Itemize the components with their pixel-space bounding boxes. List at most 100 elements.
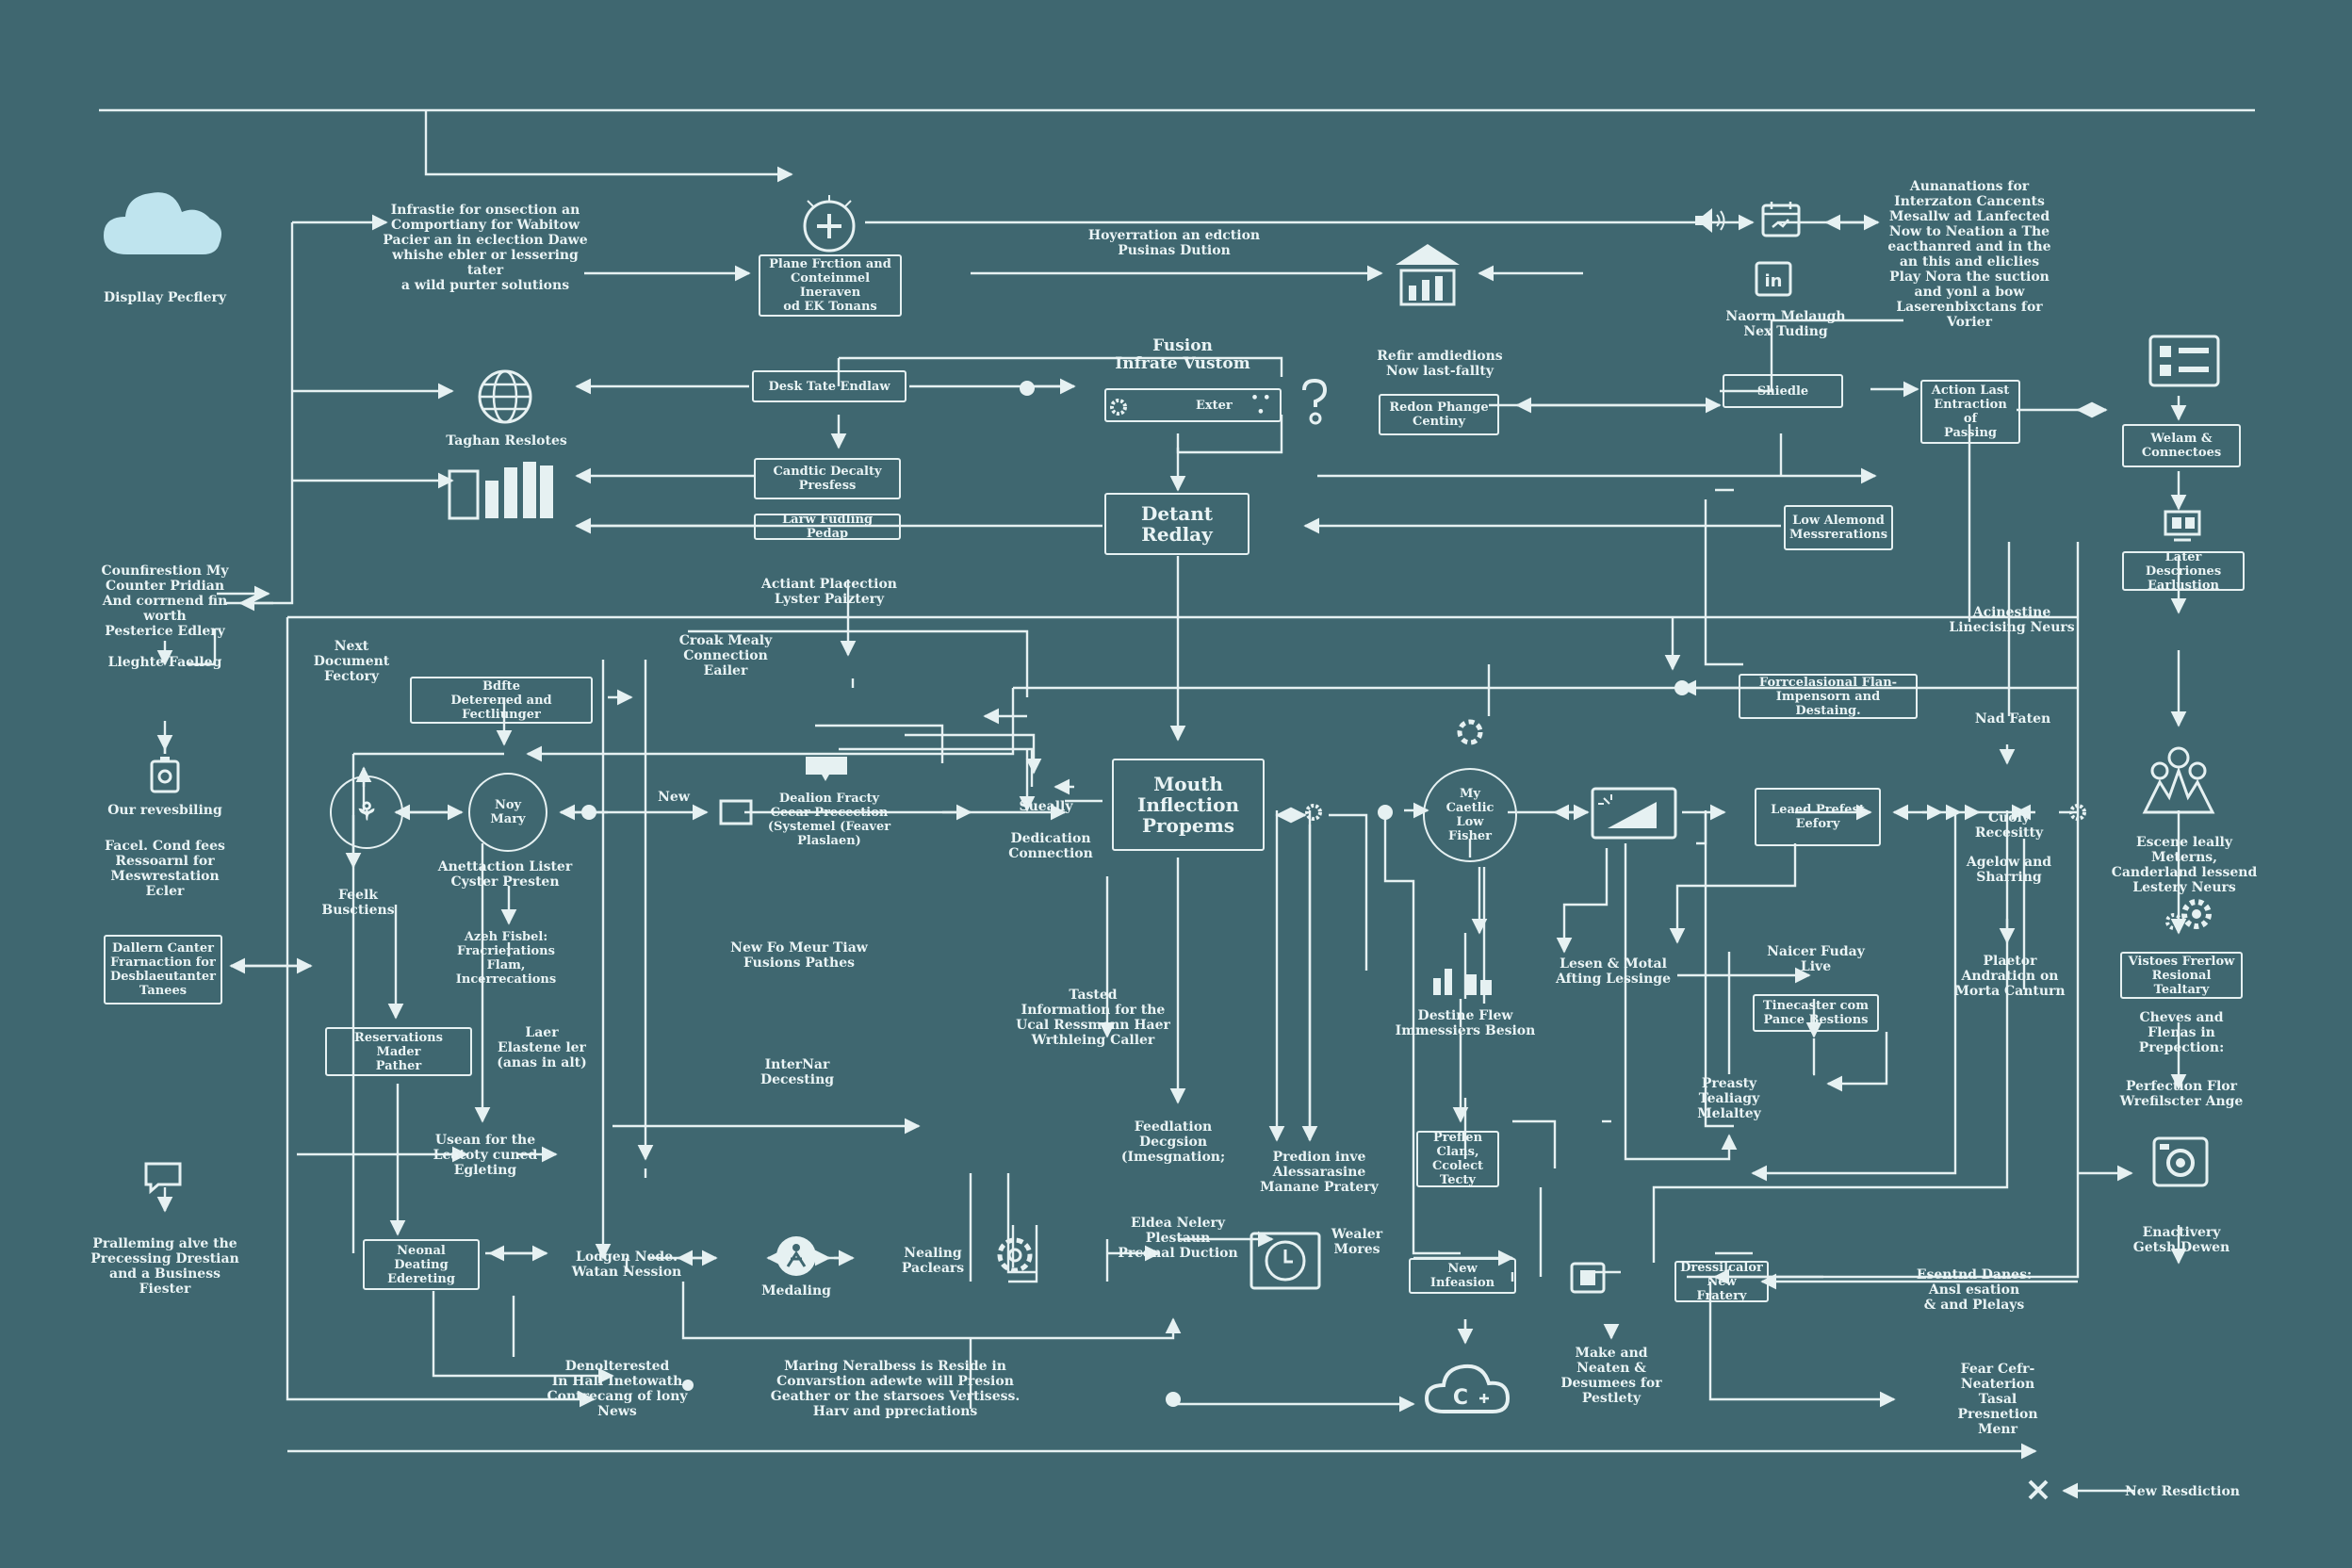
speaker-icon — [1695, 208, 1725, 233]
monitor-icon — [1570, 1262, 1606, 1294]
box-vistoes[interactable]: Vistoes Frerlow Resional Tealtary — [2120, 952, 2243, 999]
bar-chart-icon — [1591, 787, 1677, 840]
label-esentnd: Esentnd Danes: Ansl esation & and Plelay… — [1916, 1267, 2033, 1313]
label-medaling: Medaling — [761, 1283, 831, 1298]
box-forrcelasional[interactable]: Forrcelasional Flan- Impensorn and Desta… — [1739, 674, 1918, 719]
box-redon-change[interactable]: Redon Phange Centiny — [1379, 394, 1499, 435]
label-make-new: Make and Neaten & Desumees for Pestlety — [1560, 1346, 1662, 1406]
box-bdfte[interactable]: Bdfte Deterened and Fectliunger — [410, 677, 593, 724]
bank-icon — [1396, 244, 1460, 306]
label-predion: Predion inve Alessarasine Manane Pratery — [1260, 1150, 1379, 1195]
box-shiedle[interactable]: Shiedle — [1723, 374, 1843, 408]
label-laer: Laer Elastene ler (anas in alt) — [497, 1025, 587, 1070]
medal-icon — [1457, 719, 1483, 745]
label-maring: Maring Neralbess is Reside in Convarstio… — [770, 1359, 1021, 1419]
label-usean: Usean for the Leatoty cuned Egleting — [433, 1133, 538, 1178]
label-lodgen: Lodgen Nede. Watan Nession — [571, 1250, 682, 1280]
label-dedication: Dedication Connection — [1008, 831, 1093, 861]
node-noy-mary[interactable]: Noy Mary — [468, 773, 547, 852]
label-new-fo: New Fo Meur Tiaw Fusions Pathes — [730, 940, 868, 971]
node-left-circle[interactable]: ⚘ — [330, 776, 403, 849]
label-denoltcacted: Denolterested In Hall Inetowath Contreca… — [547, 1359, 688, 1419]
label-our-reres: Our revesbiling — [107, 803, 222, 818]
globe-icon — [478, 369, 532, 424]
box-candic[interactable]: Candtic Decalty Presfess — [754, 458, 901, 499]
label-automations: Aunanations for Interzaton Cancents Mesa… — [1887, 179, 2051, 330]
label-plaetor: Plaetor Andration on Morta Canturn — [1954, 954, 2066, 999]
bar-chart-icon — [448, 462, 553, 520]
monitor-icon — [2164, 510, 2201, 542]
box-dallern[interactable]: Dallern Canter Frarnaction for Desblaeut… — [104, 935, 222, 1004]
label-actiant: Actiant Placection Lyster Paiztery — [761, 577, 897, 607]
list-icon — [2148, 335, 2220, 387]
box-later-desc[interactable]: Later Descriones Earlustion — [2122, 550, 2245, 593]
box-dressilcalor[interactable]: Dressilcalor New Fratery — [1674, 1261, 1769, 1303]
label-enactivery: Enactivery Getsh Dewen — [2132, 1225, 2230, 1255]
label-feelk: Feelk Busctiens — [321, 888, 395, 918]
clock-icon — [1250, 1232, 1321, 1290]
linkedin-icon[interactable]: in — [1755, 261, 1792, 297]
label-new-resdiction: New Resdiction — [2125, 1484, 2240, 1499]
box-exter[interactable]: Exter • • • — [1104, 388, 1282, 422]
box-neonal[interactable]: Neonal Deating Edereting — [363, 1239, 480, 1290]
close-icon[interactable] — [2026, 1478, 2050, 1502]
box-dealion[interactable]: Dealion Fracty Ceear Precection (Systeme… — [767, 792, 891, 848]
camera-icon — [2152, 1136, 2209, 1187]
label-wealer: Wealer Mores — [1331, 1227, 1383, 1257]
more-icon: • • • — [1250, 391, 1271, 419]
label-hyperration: Hoyerration an edction Pusinas Dution — [1087, 228, 1261, 258]
person-icon — [776, 1236, 816, 1276]
exter-label: Exter — [1196, 398, 1233, 413]
gear-icon — [2069, 804, 2086, 821]
label-pralleming: Pralleming alve the Precessing Drestian … — [90, 1236, 239, 1297]
bar-chart-icon — [1433, 969, 1492, 995]
box-azeh[interactable]: Azeh Fisbel: Fracrierations Flam, Incerr… — [455, 930, 557, 987]
label-preasty: Preasty Tealiagy Melaltey — [1697, 1076, 1761, 1121]
box-welam[interactable]: Welam & Connectoes — [2122, 424, 2241, 467]
label-destine: Destine Flew Immessiers Besion — [1395, 1008, 1536, 1038]
label-nealing: Nealing Paclears — [901, 1246, 965, 1276]
box-action-last[interactable]: Action Last Entraction of Passing — [1920, 380, 2020, 444]
plus-circle-icon[interactable] — [796, 193, 862, 259]
box-desk-tate[interactable]: Desk Tate Endlaw — [752, 370, 906, 402]
question-icon[interactable] — [1298, 377, 1332, 428]
label-perfection: Perfection Flor Wrefilscter Ange — [2119, 1079, 2244, 1109]
box-tinecaster[interactable]: Tinecaster com Pance Bestions — [1753, 994, 1879, 1032]
label-agelow: Agelow and Sharring — [1966, 855, 2052, 885]
label-feedlation: Feedlation Decgsion (Imesgnation; — [1120, 1119, 1226, 1165]
label-sueelly: Sueally — [1019, 799, 1073, 814]
label-lesen: Lesen & Motal Afting Lessinge — [1556, 956, 1671, 987]
box-detant-redlay[interactable]: Detant Redlay — [1104, 493, 1250, 555]
chat-icon — [806, 757, 847, 781]
cloud-icon — [104, 192, 222, 254]
label-acinestine: Acinestine Linecising Neurs — [1949, 605, 2075, 635]
label-fusion: Fusion Infrate Vustom — [1115, 336, 1250, 373]
box-preflen[interactable]: Preflen Clans, Ccolect Tecty — [1416, 1131, 1499, 1187]
gear-icon — [1110, 399, 1127, 416]
box-mouth-inflection[interactable]: Mouth Inflection Propems — [1112, 759, 1265, 851]
cloud-plus-icon: C — [1424, 1364, 1511, 1413]
label-counfireston: Counfirestion My Counter Pridian And cor… — [101, 564, 229, 639]
label-infra-top: Infrastie for onsection an Comportiany f… — [383, 203, 588, 293]
gear-icon — [2165, 899, 2212, 930]
box-new-infeasion[interactable]: New Infeasion — [1409, 1258, 1516, 1294]
box-plane-friction[interactable]: Plane Frction and Conteinmel Ineraven od… — [759, 254, 902, 317]
box-reservations[interactable]: Reservations Mader Pather — [325, 1027, 472, 1076]
label-naom: Naorm Melaugh Nex Tuding — [1725, 309, 1846, 339]
label-fear-cefr: Fear Cefr- Neaterion Tasal Presnetion Me… — [1957, 1362, 2038, 1437]
label-cuoly: Cuoly Recesitty — [1974, 810, 2044, 841]
label-escene: Escene leally Meterns, Canderland lessen… — [2111, 835, 2258, 895]
box-low-alemond[interactable]: Low Alemond Messrerations — [1784, 505, 1893, 550]
people-icon — [2142, 746, 2215, 814]
svg-text:in: in — [1765, 271, 1783, 291]
label-refir: Refir amdiedions Now last-fallty — [1377, 349, 1503, 379]
chat-icon — [144, 1162, 182, 1195]
label-internar: InterNar Decesting — [760, 1057, 835, 1087]
svg-text:C: C — [1453, 1386, 1468, 1410]
box-leaed-prefest[interactable]: Leaed Prefest Eefory — [1755, 788, 1881, 846]
node-my-castic[interactable]: My Caetlic Low Fisher — [1423, 768, 1517, 862]
box-larw[interactable]: Larw Fudling Pedap — [754, 513, 901, 541]
label-eldea: Eldea Nelery Plestaun Prconal Duction — [1118, 1216, 1238, 1261]
gear-icon — [1305, 804, 1322, 821]
